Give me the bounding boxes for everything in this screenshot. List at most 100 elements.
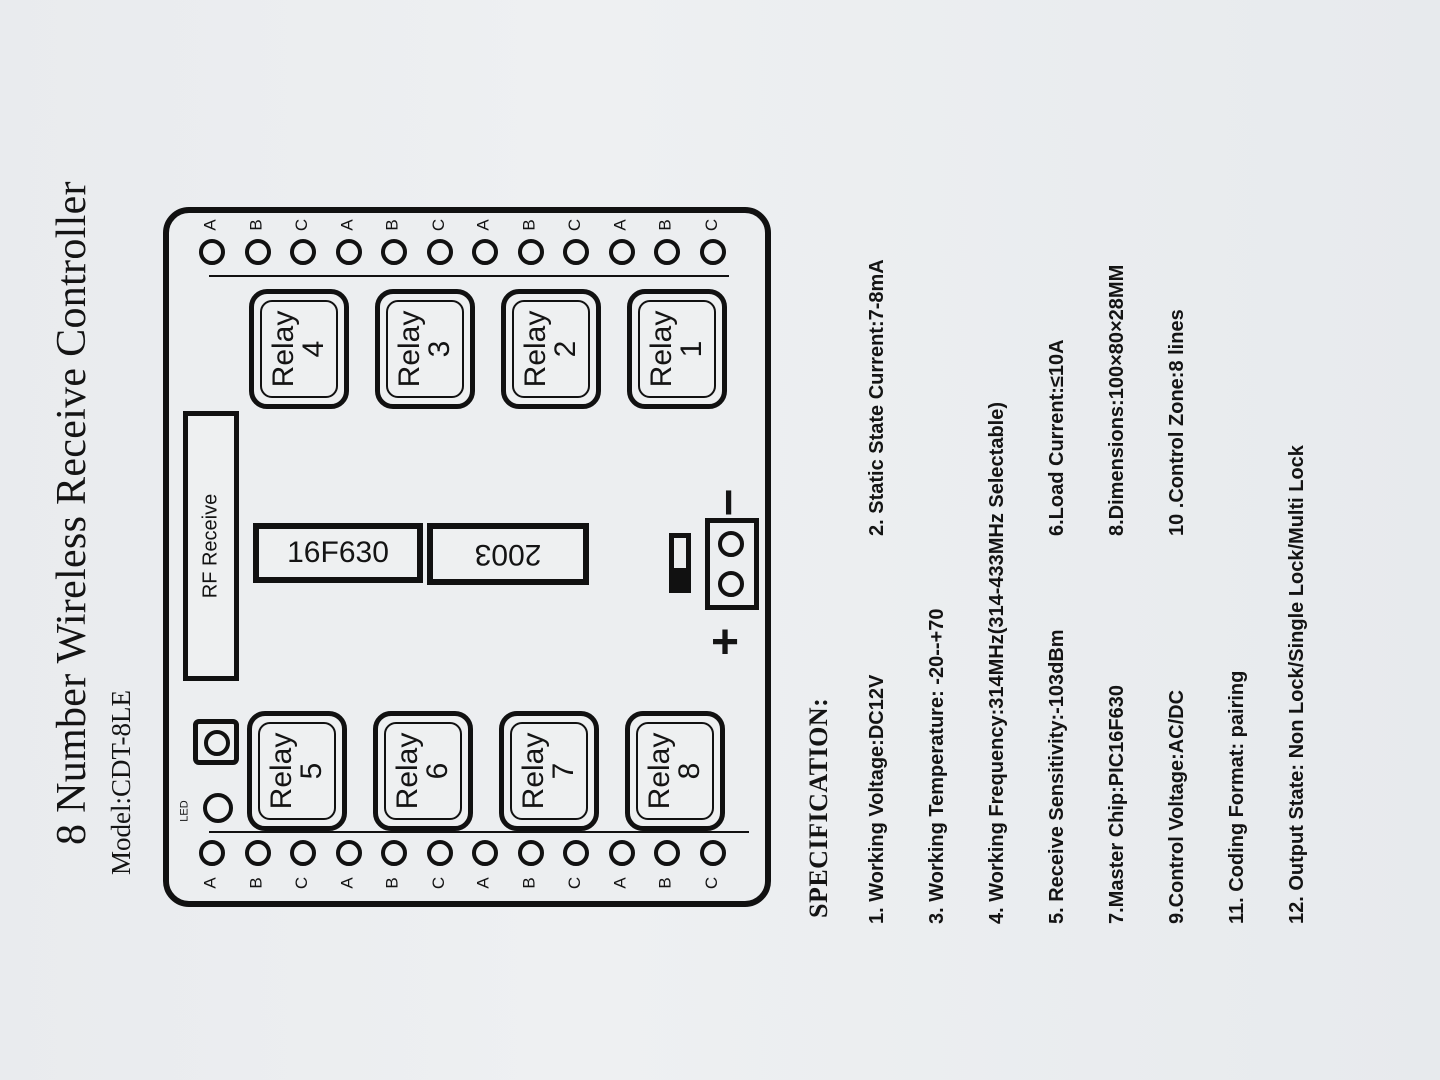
terminal-letter: B (519, 219, 539, 231)
relay-word: Relay (519, 310, 552, 388)
learn-button-knob (204, 730, 230, 756)
terminal-top-7 (517, 239, 544, 265)
terminal-letter: C (565, 876, 585, 890)
terminal-letter: B (519, 877, 539, 889)
chip-2003: 2003 (427, 523, 589, 585)
rf-receive-module: RF Receive (183, 411, 239, 681)
terminal-top-0 (199, 239, 225, 265)
minus-sign: − (702, 488, 756, 517)
top-divider-line (209, 275, 729, 277)
terminal-top-6 (472, 239, 498, 265)
terminal-bottom-8 (563, 840, 589, 866)
spec-item-6: 6.Load Current:≤10A (1046, 339, 1068, 536)
terminal-bottom-0 (199, 840, 225, 866)
terminal-letter: B (655, 219, 675, 231)
spec-item-10: 10 .Control Zone:8 lines (1166, 309, 1188, 536)
spec-item-4: 4. Working Frequency:314MHz(314-433MHz S… (986, 401, 1008, 924)
terminal-bottom-6 (472, 840, 498, 866)
terminal-top-9 (608, 239, 635, 265)
relay-number: 6 (421, 762, 454, 780)
terminal-top-5 (426, 239, 453, 265)
terminal-letter: A (610, 877, 630, 889)
spec-item-2: 2. Static State Current:7-8mA (866, 259, 888, 536)
terminal-letter: A (200, 219, 220, 231)
relay-word: Relay (645, 310, 678, 388)
terminal-bottom-1 (244, 840, 271, 866)
terminal-letter: C (565, 218, 585, 232)
terminal-bottom-7 (517, 840, 544, 866)
terminal-letter: A (473, 877, 493, 889)
terminal-letter: B (382, 877, 402, 889)
terminal-letter: C (428, 876, 448, 890)
relay-number: 1 (675, 340, 708, 358)
relay-word: Relay (393, 310, 426, 388)
terminal-top-10 (654, 239, 680, 265)
led-indicator (203, 793, 233, 823)
terminal-letter: C (292, 876, 312, 890)
relay-number: 2 (549, 340, 582, 358)
relay-number: 8 (673, 762, 706, 780)
terminal-letter: C (701, 218, 721, 232)
terminal-letter: A (473, 219, 493, 231)
relay-word: Relay (643, 732, 676, 810)
spec-item-8: 8.Dimensions:100×80×28MM (1106, 264, 1128, 536)
document-title: 8 Number Wireless Receive Controller (49, 181, 95, 845)
spec-item-11: 11. Coding Format: pairing (1226, 670, 1248, 924)
terminal-top-8 (563, 239, 589, 265)
power-terminal-positive (718, 571, 744, 597)
terminal-letter: B (382, 219, 402, 231)
terminal-bottom-4 (381, 840, 407, 866)
spec-item-3: 3. Working Temperature: -20--+70 (926, 608, 948, 924)
relay-word: Relay (517, 732, 550, 810)
relay-number: 5 (295, 762, 328, 780)
chip-16f630: 16F630 (253, 523, 423, 583)
terminal-bottom-5 (426, 840, 453, 866)
bottom-divider-line (209, 831, 749, 833)
relay-word: Relay (391, 732, 424, 810)
terminal-letter: A (200, 877, 220, 889)
terminal-letter: C (701, 876, 721, 890)
terminal-top-4 (381, 239, 407, 265)
terminal-bottom-11 (699, 840, 726, 866)
relay-word: Relay (267, 310, 300, 388)
relay-number: 7 (547, 762, 580, 780)
spec-item-12: 12. Output State: Non Lock/Single Lock/M… (1286, 445, 1308, 924)
terminal-top-1 (244, 239, 271, 265)
plus-sign: + (711, 616, 740, 669)
terminal-bottom-3 (335, 840, 362, 866)
relay-number: 3 (423, 340, 456, 358)
terminal-top-2 (290, 239, 316, 265)
spec-item-9: 9.Control Voltage:AC/DC (1166, 689, 1188, 924)
terminal-bottom-2 (290, 840, 316, 866)
power-connector (705, 518, 759, 610)
rf-receive-label: RF Receive (199, 493, 222, 599)
terminal-letter: A (337, 877, 357, 889)
terminal-letter: B (246, 219, 266, 231)
terminal-letter: B (246, 877, 266, 889)
terminal-bottom-10 (654, 840, 680, 866)
learn-button[interactable] (193, 719, 239, 765)
led-label: LED (178, 800, 191, 822)
chip-16f630-label: 16F630 (287, 536, 389, 569)
terminal-bottom-9 (608, 840, 635, 866)
terminal-letter: A (610, 219, 630, 231)
specification-heading: SPECIFICATION: (804, 697, 833, 918)
terminal-letter: C (428, 218, 448, 232)
power-terminal-negative (718, 531, 744, 557)
relay-word: Relay (265, 732, 298, 810)
